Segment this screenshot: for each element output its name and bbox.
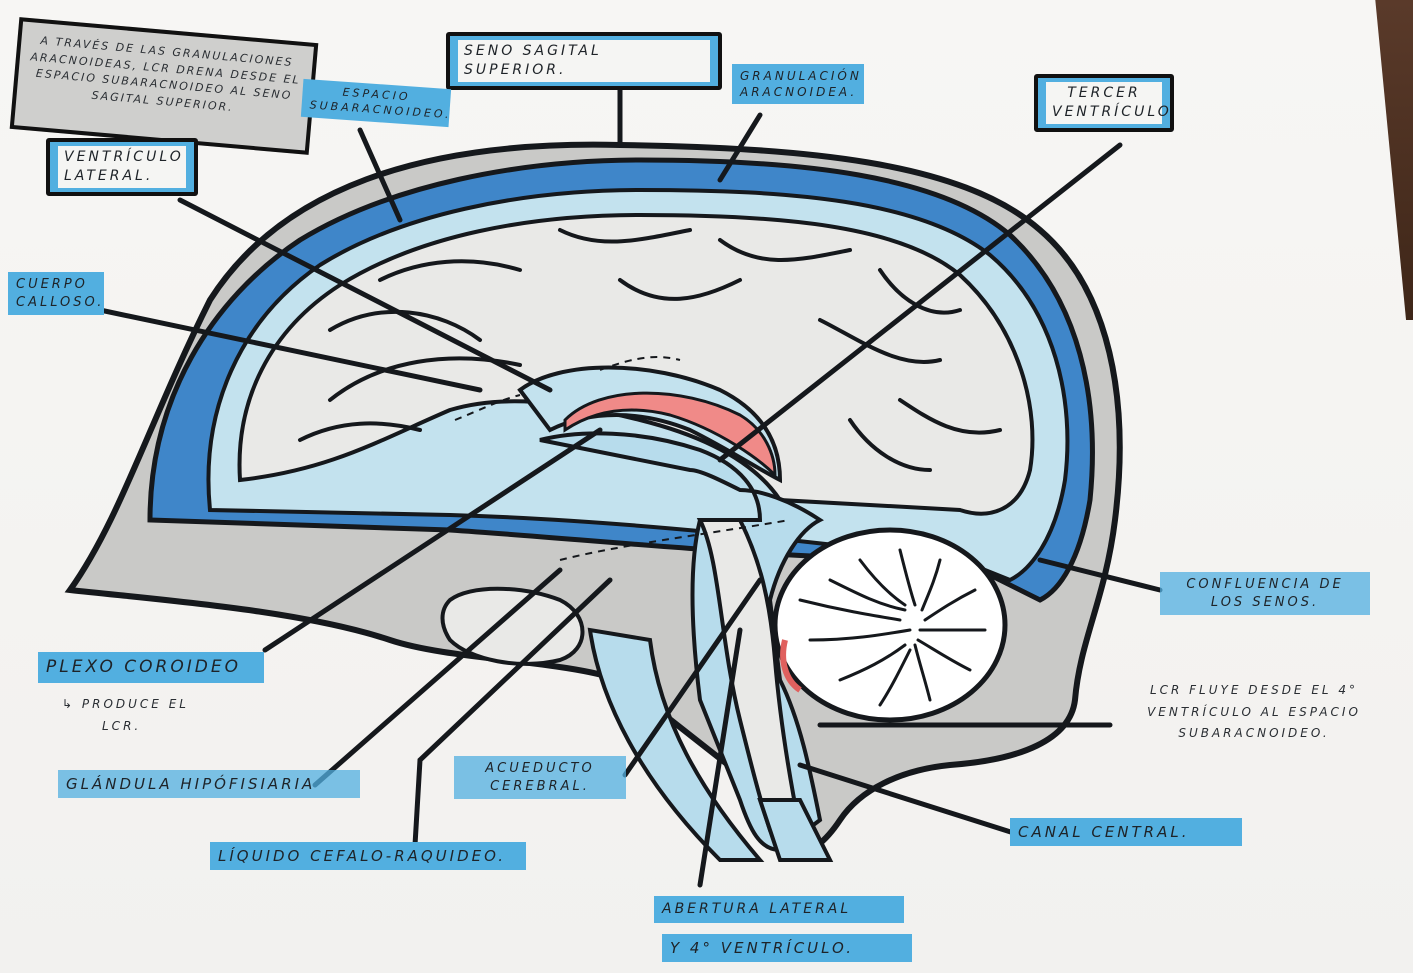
- cerebellum: [775, 530, 1005, 720]
- plexo-note-line2: LCR.: [62, 719, 141, 733]
- label-vl-line2: lateral.: [64, 168, 153, 184]
- label-cc-line1: Cuerpo: [16, 276, 96, 294]
- label-plexo-coroideo: Plexo coroideo: [38, 652, 264, 683]
- label-granulacion: Granulación aracnoidea.: [732, 64, 864, 104]
- label-acueducto: Acueducto cerebral.: [454, 756, 626, 799]
- label-cuerpo-calloso: Cuerpo calloso.: [8, 272, 104, 315]
- plexo-note: ↳ Produce el LCR.: [62, 694, 262, 737]
- label-confluencia-line1: Confluencia de: [1168, 576, 1362, 594]
- lcr-flow-note: LCR fluye desde el 4° ventrículo al espa…: [1104, 680, 1404, 745]
- label-liquido: Líquido cefalo-raquideo.: [210, 842, 526, 870]
- label-tercer-ventriculo: Tercer ventrículo: [1046, 82, 1162, 124]
- label-canal-central: Canal central.: [1010, 818, 1242, 846]
- label-tercer-line1: Tercer: [1067, 85, 1140, 101]
- label-cc-line2: calloso.: [16, 294, 96, 312]
- label-confluencia-line2: los senos.: [1168, 594, 1362, 612]
- label-glandula: Glándula hipófisiaria: [58, 770, 360, 798]
- label-seno-sagital-box: Seno sagital superior.: [446, 32, 722, 90]
- label-tercer-line2: ventrículo: [1052, 104, 1172, 120]
- arrow-icon: ↳: [62, 697, 82, 711]
- lcr-flow-line3: subaracnoideo.: [1104, 723, 1404, 745]
- label-abertura-1: Abertura lateral: [654, 896, 904, 923]
- label-ventriculo-lateral: Ventrículo lateral.: [58, 146, 186, 188]
- label-acueducto-line1: Acueducto: [462, 760, 618, 778]
- label-ventriculo-lateral-box: Ventrículo lateral.: [46, 138, 198, 196]
- plexo-note-line1: Produce el: [82, 697, 189, 711]
- label-tercer-ventriculo-box: Tercer ventrículo: [1034, 74, 1174, 132]
- label-granulacion-line1: Granulación: [740, 68, 856, 84]
- lcr-flow-line2: ventrículo al espacio: [1104, 702, 1404, 724]
- label-acueducto-line2: cerebral.: [462, 778, 618, 796]
- arachnoid-note-text: A través de las granulaciones aracnoidea…: [30, 34, 301, 114]
- label-confluencia: Confluencia de los senos.: [1160, 572, 1370, 615]
- lcr-flow-line1: LCR fluye desde el 4°: [1104, 680, 1404, 702]
- label-abertura-2: y 4° ventrículo.: [662, 934, 912, 962]
- label-vl-line1: Ventrículo: [64, 149, 184, 165]
- label-granulacion-line2: aracnoidea.: [740, 84, 856, 100]
- label-seno-sagital: Seno sagital superior.: [458, 40, 710, 82]
